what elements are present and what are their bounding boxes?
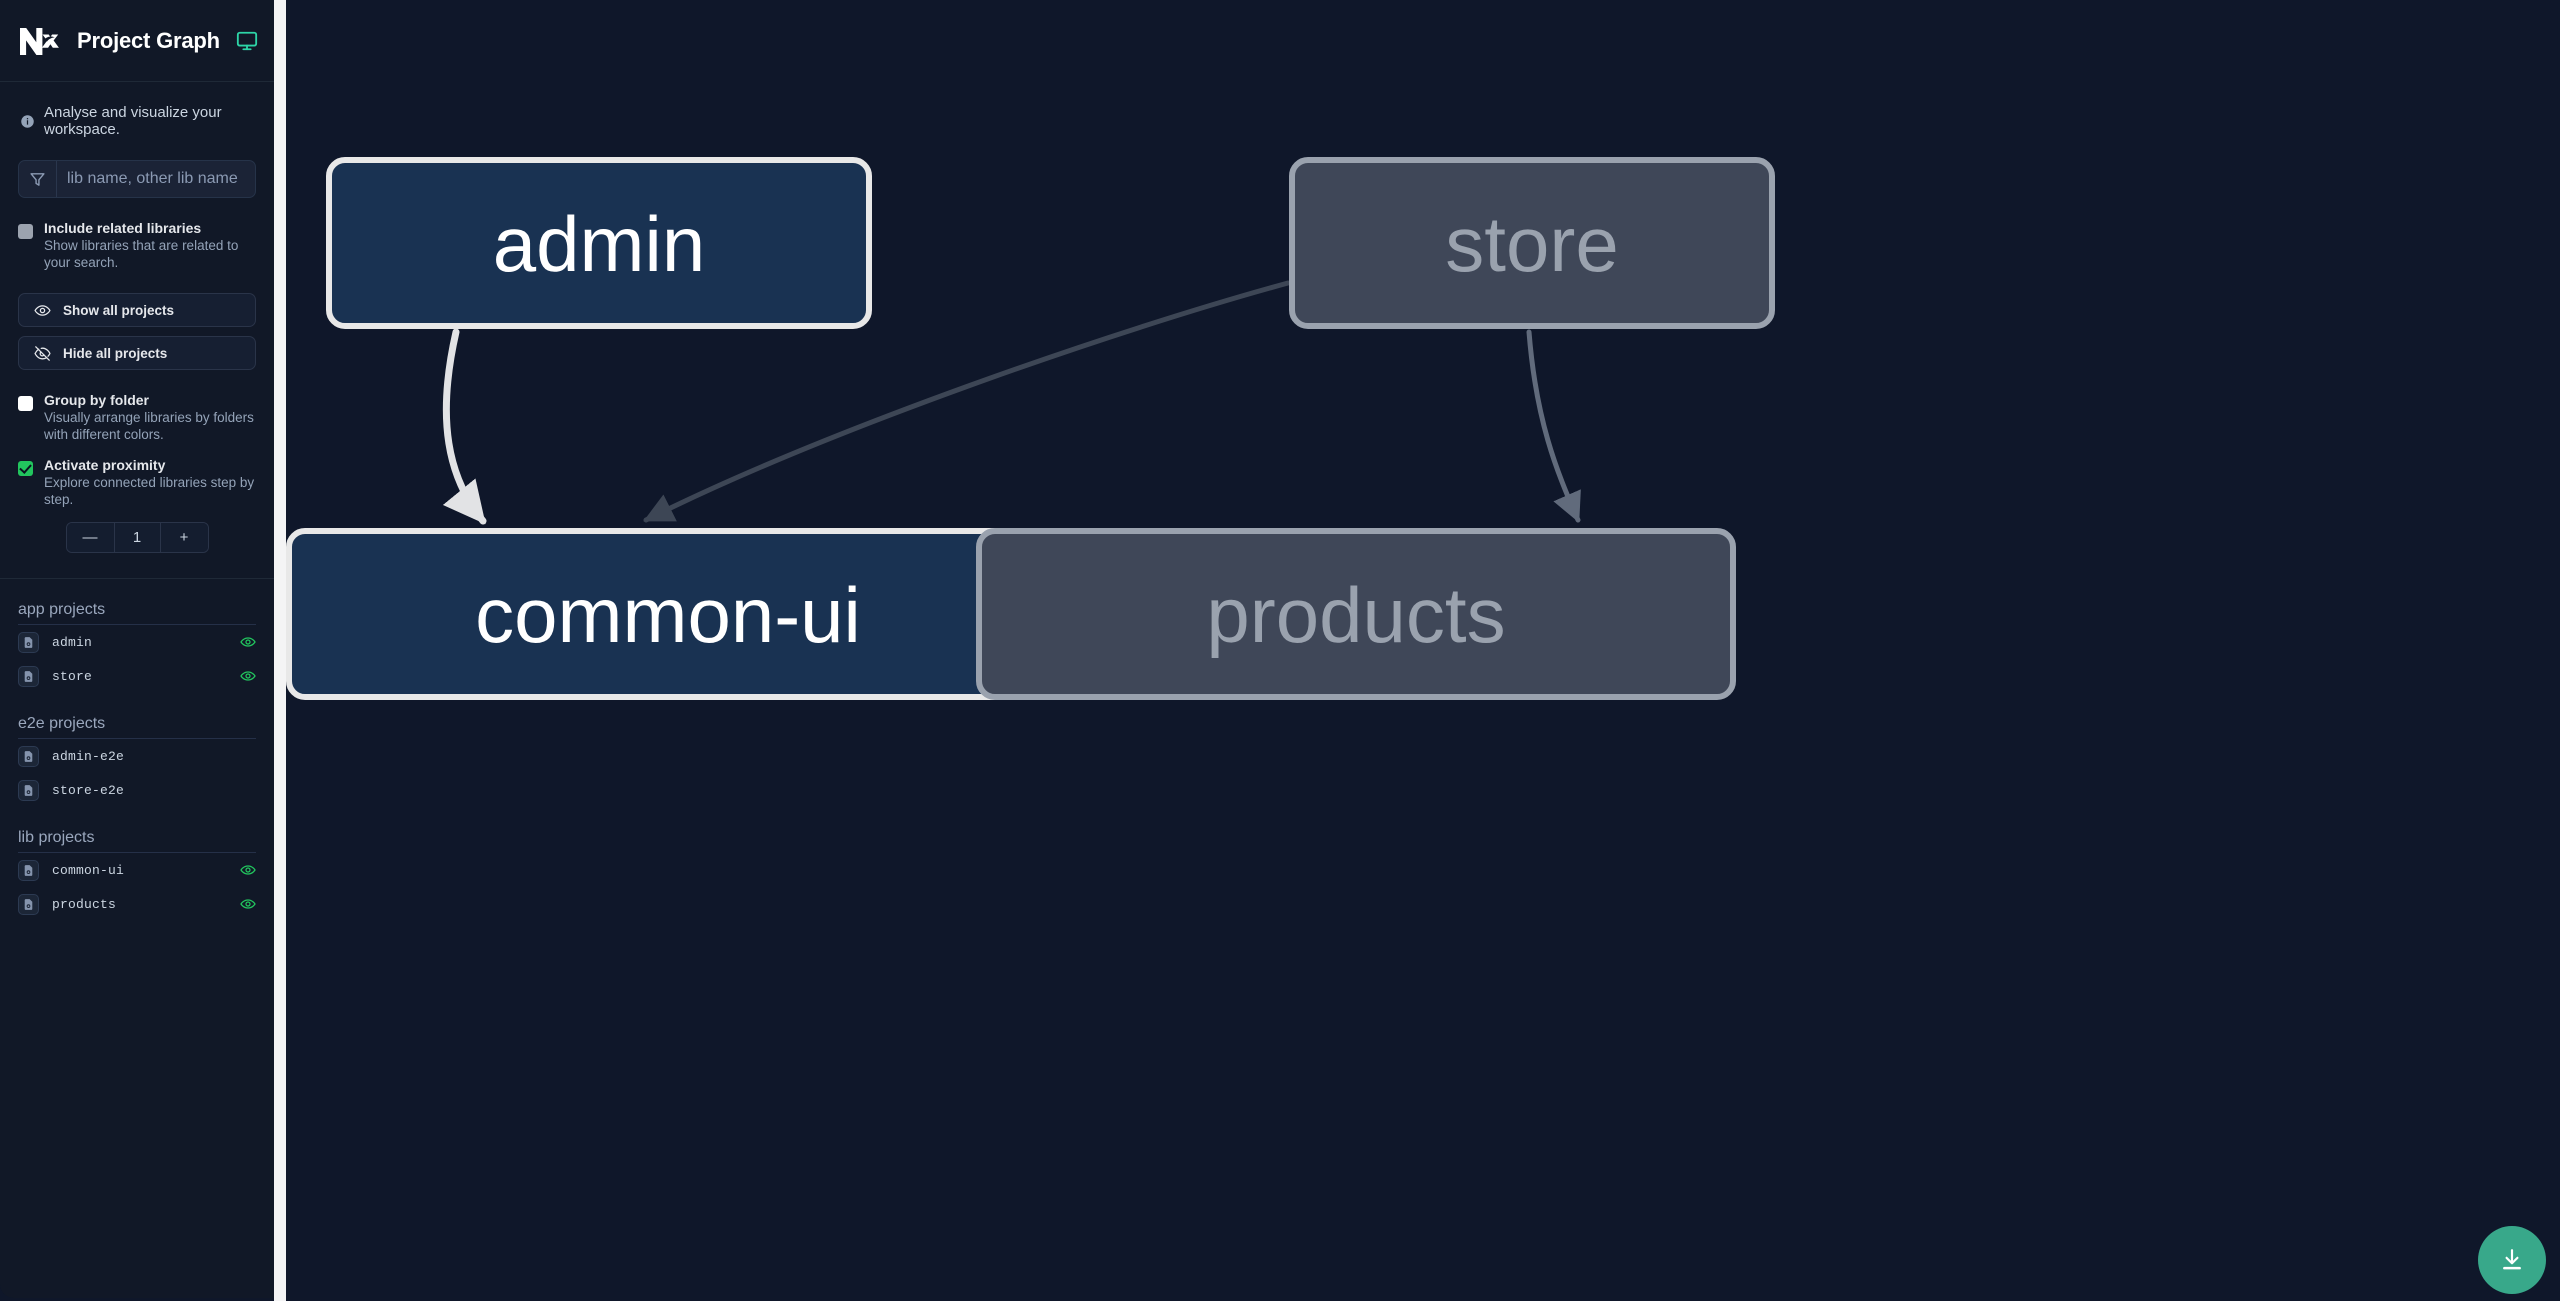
graph-node-store[interactable]: store xyxy=(1289,157,1775,329)
download-graph-button[interactable] xyxy=(2478,1226,2546,1294)
visibility-buttons: Show all projects Hide all projects xyxy=(0,293,274,370)
sidebar-divider xyxy=(0,578,274,579)
sidebar-header: Project Graph xyxy=(0,0,274,82)
sidebar-tagline-text: Analyse and visualize your workspace. xyxy=(44,104,222,138)
download-icon xyxy=(2499,1247,2525,1273)
eye-icon xyxy=(34,302,51,319)
show-all-projects-button[interactable]: Show all projects xyxy=(18,293,256,327)
search-section xyxy=(0,138,274,198)
eye-icon[interactable] xyxy=(240,862,256,878)
graph-node-label: admin xyxy=(493,200,705,288)
monitor-icon[interactable] xyxy=(236,30,258,52)
hide-all-projects-label: Hide all projects xyxy=(63,345,168,361)
proximity-decrement-button[interactable]: — xyxy=(66,523,114,552)
option-description: Explore connected libraries step by step… xyxy=(44,475,255,507)
eye-off-icon xyxy=(34,345,51,362)
project-icon xyxy=(18,631,39,653)
checkbox-activate-proximity[interactable] xyxy=(18,461,33,476)
project-name: store xyxy=(52,668,93,684)
checkbox-group-by-folder[interactable] xyxy=(18,396,33,411)
project-icon xyxy=(18,745,39,767)
graph-node-common-ui[interactable]: common-ui xyxy=(286,528,1050,700)
project-list-item[interactable]: products xyxy=(18,887,256,921)
proximity-increment-button[interactable]: + xyxy=(160,523,208,552)
nx-logo-icon xyxy=(18,24,60,58)
option-description: Show libraries that are related to your … xyxy=(44,238,239,270)
eye-icon[interactable] xyxy=(240,896,256,912)
project-list-item[interactable]: store xyxy=(18,659,256,693)
graph-node-shape xyxy=(1289,157,1775,329)
graph-edge-store-to-common-ui xyxy=(643,280,1291,523)
option-activate-proximity[interactable]: Activate proximity Explore connected lib… xyxy=(0,457,274,508)
project-group-title-lib-projects: lib projects xyxy=(18,807,256,853)
project-group-title-e2e-projects: e2e projects xyxy=(18,693,256,739)
project-list-item[interactable]: store-e2e xyxy=(18,773,256,807)
option-label: Include related libraries xyxy=(44,220,202,236)
project-list-item[interactable]: common-ui xyxy=(18,853,256,887)
graph-svg: admin store common-ui products xyxy=(286,157,1775,700)
eye-icon[interactable] xyxy=(240,668,256,684)
option-label: Activate proximity xyxy=(44,457,166,473)
option-label: Group by folder xyxy=(44,392,149,408)
search-box[interactable] xyxy=(18,160,256,198)
page-title: Project Graph xyxy=(77,27,220,53)
proximity-stepper: — 1 + xyxy=(0,508,274,553)
sidebar: Project Graph Analyse and visualize your… xyxy=(0,0,274,1298)
project-list-item[interactable]: admin xyxy=(18,625,256,659)
graph-node-label: common-ui xyxy=(475,571,861,659)
graph-edges-layer xyxy=(442,280,1581,525)
graph-node-products[interactable]: products xyxy=(976,528,1736,700)
project-name: common-ui xyxy=(52,862,125,878)
graph-node-shape xyxy=(326,157,872,329)
sidebar-tagline: Analyse and visualize your workspace. xyxy=(0,82,274,138)
filter-funnel-icon[interactable] xyxy=(19,161,57,197)
project-icon xyxy=(18,779,39,801)
option-description: Visually arrange libraries by folders wi… xyxy=(44,410,254,442)
hide-all-projects-button[interactable]: Hide all projects xyxy=(18,336,256,370)
project-name: products xyxy=(52,896,117,912)
graph-canvas[interactable]: admin store common-ui products xyxy=(286,0,2560,1301)
project-name: admin-e2e xyxy=(52,748,125,764)
info-icon xyxy=(20,114,35,129)
proximity-value: 1 xyxy=(113,523,161,552)
eye-icon[interactable] xyxy=(240,634,256,650)
project-name: admin xyxy=(52,634,93,650)
graph-node-admin[interactable]: admin xyxy=(326,157,872,329)
project-list-item[interactable]: admin-e2e xyxy=(18,739,256,773)
option-group-by-folder[interactable]: Group by folder Visually arrange librari… xyxy=(0,392,274,443)
graph-node-label: store xyxy=(1445,200,1618,288)
project-icon xyxy=(18,893,39,915)
graph-nodes-layer: admin store common-ui products xyxy=(286,157,1775,700)
project-name: store-e2e xyxy=(52,782,125,798)
option-include-related-libraries[interactable]: Include related libraries Show libraries… xyxy=(0,220,274,271)
project-icon xyxy=(18,665,39,687)
graph-edge-store-to-products xyxy=(1526,329,1581,523)
search-input[interactable] xyxy=(57,161,255,197)
project-icon xyxy=(18,859,39,881)
checkbox-include-related-libraries[interactable] xyxy=(18,224,33,239)
graph-edge-admin-to-common-ui xyxy=(442,328,487,525)
sidebar-resize-handle[interactable] xyxy=(274,0,286,1301)
graph-node-label: products xyxy=(1206,571,1505,659)
graph-node-shape xyxy=(976,528,1736,700)
show-all-projects-label: Show all projects xyxy=(63,302,175,318)
project-group-title-app-projects: app projects xyxy=(18,579,256,625)
project-groups-list[interactable]: app projects admin store e2e projects admin-… xyxy=(0,579,274,1298)
